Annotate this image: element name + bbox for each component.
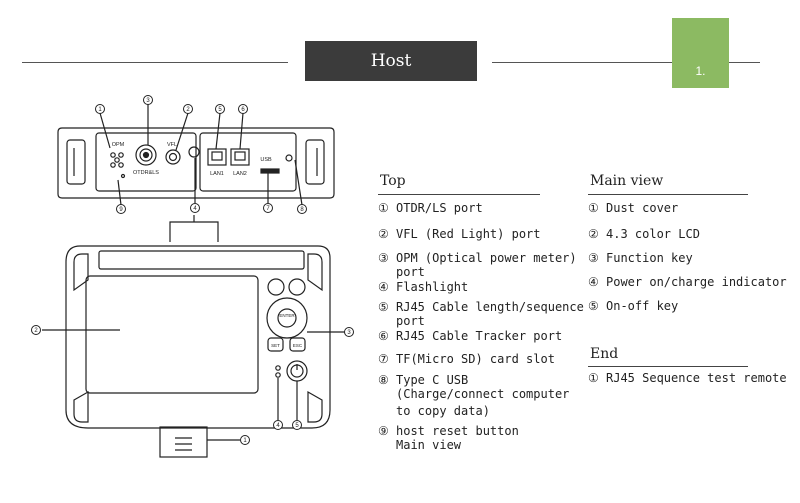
device-diagram: 1 3 2 5 6 7 8 9 4 2 3 4 5 1 OPM VFL OTDR… — [31, 95, 354, 458]
callout-end-1: 1 — [243, 438, 247, 444]
lan1-port — [207, 148, 227, 166]
callout-top-9: 9 — [119, 207, 123, 213]
legend-top-rule — [378, 194, 540, 195]
legend-end-rule — [588, 366, 748, 367]
legend-main-title: Main view — [590, 173, 664, 189]
esc-label: ESC — [293, 343, 303, 348]
top-view-body — [57, 127, 335, 199]
usb-label: USB — [260, 157, 272, 163]
opm-label: OPM — [112, 142, 125, 148]
callout-top-4: 4 — [193, 206, 197, 212]
page-number-badge: 1. — [672, 18, 729, 88]
flashlight — [188, 146, 200, 158]
lan2-label: LAN2 — [233, 171, 247, 177]
esc-key — [289, 337, 306, 352]
legend-top-title: Top — [380, 173, 406, 189]
callout-main-2: 2 — [34, 328, 38, 334]
view-bracket — [169, 221, 219, 242]
callout-top-3: 3 — [146, 98, 150, 104]
lan2-port — [230, 148, 250, 166]
end-view-body — [159, 426, 208, 458]
callout-main-3: 3 — [347, 330, 351, 336]
dpad-ring — [266, 297, 308, 339]
callout-top-2: 2 — [186, 107, 190, 113]
page-title: Host — [305, 41, 477, 81]
top-port-panel-left — [95, 132, 197, 192]
callout-top-7: 7 — [266, 206, 270, 212]
tf-card-slot — [260, 168, 280, 174]
top-left-bumper — [66, 139, 86, 185]
legend-main-rule — [588, 194, 748, 195]
callout-top-5: 5 — [218, 107, 222, 113]
enter-key — [277, 308, 297, 328]
top-port-panel-right — [199, 132, 297, 192]
callout-top-6: 6 — [241, 107, 245, 113]
vfl-port — [165, 149, 181, 165]
legend-item: to copy data) — [396, 404, 490, 418]
set-key — [267, 337, 284, 352]
callout-main-4: 4 — [276, 423, 280, 429]
otdr-port — [135, 144, 157, 166]
otdr-label: OTDR&LS — [133, 170, 159, 176]
header-rule-left — [22, 62, 288, 63]
function-key-top-right — [288, 278, 306, 296]
function-key-top-left — [267, 278, 285, 296]
legend-end-title: End — [590, 346, 619, 362]
set-label: SET — [271, 343, 280, 348]
header-rule-right — [492, 62, 760, 63]
callout-top-1: 1 — [98, 107, 102, 113]
enter-label: ENTER — [279, 313, 295, 318]
lan1-label: LAN1 — [210, 171, 224, 177]
main-view-body — [65, 245, 331, 429]
usb-c-port — [285, 154, 293, 162]
top-right-bumper — [305, 139, 325, 185]
lcd-screen — [85, 275, 259, 394]
vfl-label: VFL — [167, 142, 177, 148]
callout-main-5: 5 — [295, 423, 299, 429]
callout-top-8: 8 — [300, 207, 304, 213]
